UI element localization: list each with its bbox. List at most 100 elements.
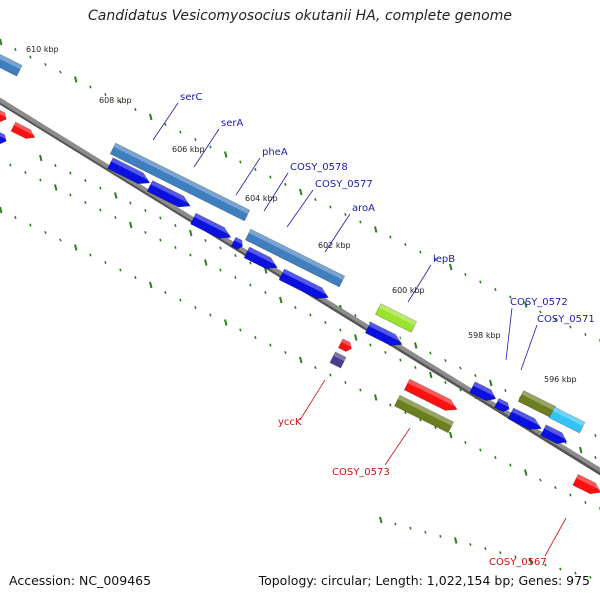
tick-mark — [269, 175, 272, 179]
tick-mark — [204, 239, 207, 242]
tick-mark — [509, 463, 512, 467]
tick-mark — [174, 224, 177, 227]
forward-gene-arrow — [0, 129, 9, 145]
tick-mark — [444, 359, 447, 362]
forward-gene-arrow-shape — [230, 236, 243, 250]
forward-gene-arrow — [507, 407, 544, 430]
tick-mark — [434, 426, 437, 429]
map-title: Candidatus Vesicomyosocius okutanii HA, … — [88, 8, 512, 24]
forward-gene-arrow-shape — [364, 321, 403, 346]
genome-summary-text: Topology: circular; Length: 1,022,154 bp… — [258, 573, 590, 588]
tick-mark — [314, 366, 317, 369]
tick-mark — [29, 55, 32, 59]
tick-mark — [194, 306, 197, 309]
tick-mark — [419, 250, 422, 254]
tick-mark — [74, 76, 78, 83]
gene-label-leader — [263, 172, 289, 212]
gene-label-leader — [407, 264, 432, 303]
tick-mark — [529, 557, 533, 565]
feature-block-top-left-shape — [0, 51, 23, 77]
tick-mark — [249, 283, 252, 287]
reverse-gene-arrow — [572, 473, 600, 495]
forward-gene-arrow — [190, 212, 234, 239]
tick-mark — [339, 328, 342, 332]
forward-gene-arrow — [146, 180, 193, 208]
tick-mark — [174, 246, 177, 249]
tick-mark — [99, 186, 102, 190]
reverse-gene-arrow-highlight — [341, 338, 354, 348]
forward-gene-arrow-highlight — [194, 213, 234, 236]
tick-mark — [254, 336, 257, 339]
gene-labels: serCserApheACOSY_0578COSY_0577aroAlepBCO… — [152, 92, 595, 568]
feature-block-lepB — [375, 303, 417, 333]
tick-mark — [299, 356, 303, 364]
tick-mark — [449, 263, 453, 271]
tick-mark — [69, 193, 72, 197]
forward-gene-arrow-highlight — [150, 180, 193, 205]
gene-label-aroa: aroA — [352, 203, 375, 214]
tick-mark — [454, 537, 458, 544]
tick-mark — [354, 334, 358, 341]
tick-mark — [474, 374, 477, 377]
feature-block-top-left-highlight — [0, 51, 23, 70]
tick-mark — [569, 325, 572, 329]
tick-mark — [544, 563, 547, 567]
tick-mark — [494, 288, 497, 291]
tick-mark — [99, 208, 102, 212]
tick-mark — [539, 478, 542, 482]
forward-gene-arrow-shape — [146, 180, 191, 208]
tick-mark — [74, 244, 78, 251]
tick-mark — [84, 179, 87, 182]
forward-gene-arrow — [278, 268, 331, 299]
gene-label-cosy_0577: COSY_0577 — [315, 179, 373, 190]
forward-gene-arrow-shape — [507, 407, 542, 430]
tick-mark — [509, 295, 512, 299]
kbp-label: 610 kbp — [26, 45, 59, 54]
forward-gene-arrow-shape — [243, 246, 278, 269]
tick-mark — [189, 229, 193, 237]
tick-mark — [204, 259, 208, 266]
reverse-gene-arrow-shape — [572, 473, 600, 495]
tick-mark — [539, 310, 542, 314]
tick-mark — [359, 220, 362, 224]
tick-mark — [209, 313, 212, 317]
tick-mark — [194, 138, 197, 141]
forward-gene-arrow-shape — [540, 424, 568, 445]
tick-mark — [224, 151, 228, 158]
forward-gene-arrow-shape — [494, 397, 510, 413]
kbp-label: 602 kbp — [318, 241, 351, 250]
gene-label-leader — [152, 102, 179, 141]
feature-block-cyan-highlight — [552, 407, 585, 426]
tick-mark — [344, 213, 347, 216]
tick-mark — [24, 171, 27, 174]
feature-block-green-right-highlight — [521, 390, 556, 411]
tick-mark — [314, 198, 317, 201]
tick-mark — [0, 206, 3, 214]
reverse-gene-arrow-shape — [337, 338, 352, 352]
reverse-gene-arrow — [10, 121, 37, 139]
tick-mark — [439, 534, 442, 538]
tick-mark — [389, 235, 392, 239]
reverse-gene-arrow — [337, 338, 354, 352]
reverse-gene-arrow-highlight — [0, 108, 9, 118]
gene-label-serc: serC — [180, 92, 202, 103]
forward-gene-arrow-shape — [0, 129, 7, 145]
tick-mark — [179, 130, 182, 134]
feature-block-aroA-highlight — [248, 229, 345, 280]
reverse-gene-arrow — [403, 378, 460, 411]
tick-mark — [234, 254, 237, 257]
forward-gene-arrow — [243, 246, 280, 269]
tick-mark — [414, 342, 418, 349]
feature-block-COSY_0573-shape — [394, 394, 454, 434]
tick-mark — [149, 281, 153, 289]
feature-block-lepB-highlight — [378, 303, 417, 326]
tick-mark — [579, 446, 583, 454]
tick-mark — [379, 516, 383, 524]
gene-label-leader — [193, 128, 220, 168]
tick-mark — [89, 85, 92, 89]
tick-mark — [309, 313, 312, 317]
feature-block-aroA-shape — [244, 228, 346, 288]
kbp-label: 598 kbp — [468, 331, 501, 340]
gene-label-cosy_0572: COSY_0572 — [510, 297, 568, 308]
